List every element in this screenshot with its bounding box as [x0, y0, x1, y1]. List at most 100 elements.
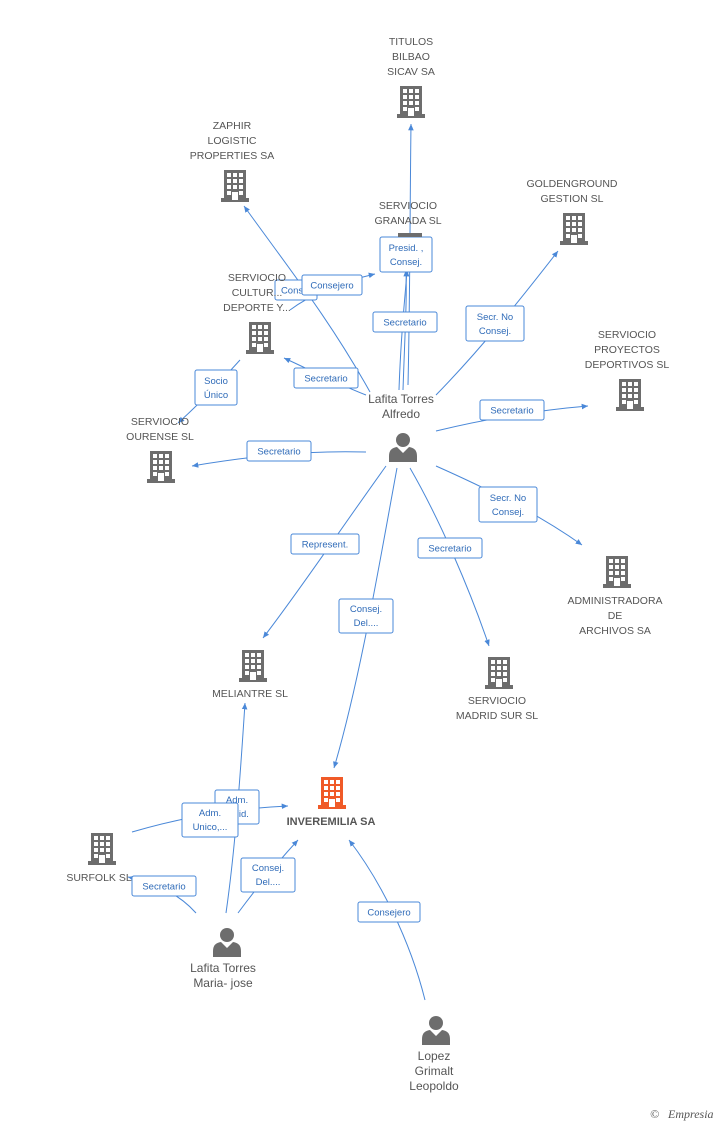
svg-text:Del....: Del....	[256, 877, 281, 888]
company-node-titulos[interactable]: TITULOS BILBAO SICAV SA	[387, 36, 435, 118]
edge-label[interactable]: Consej. Del....	[240, 857, 296, 893]
svg-text:Consejero: Consejero	[367, 908, 410, 919]
building-icon	[88, 833, 116, 865]
company-node-cultura[interactable]: SERVIOCIO CULTUR... DEPORTE Y...	[223, 272, 291, 354]
svg-text:SERVIOCIO: SERVIOCIO	[228, 272, 286, 284]
svg-text:BILBAO: BILBAO	[392, 51, 430, 63]
svg-text:SERVIOCIO: SERVIOCIO	[379, 200, 437, 212]
svg-text:DEPORTIVOS SL: DEPORTIVOS SL	[585, 359, 670, 371]
svg-text:Secretario: Secretario	[383, 318, 426, 329]
edge-label[interactable]: Secretario	[417, 537, 483, 559]
company-node-goldenground[interactable]: GOLDENGROUND GESTION SL	[526, 178, 618, 245]
edge-label[interactable]: Presid. , Consej.	[379, 236, 433, 273]
svg-text:Secretario: Secretario	[304, 374, 347, 385]
building-icon	[397, 86, 425, 118]
company-node-surfolk[interactable]: SURFOLK SL	[66, 833, 132, 884]
company-node-madrid[interactable]: SERVIOCIO MADRID SUR SL	[456, 657, 538, 722]
edge-label[interactable]: Socio Único	[194, 369, 238, 406]
svg-text:Consejero: Consejero	[310, 281, 353, 292]
svg-text:ARCHIVOS SA: ARCHIVOS SA	[579, 625, 651, 637]
company-node-ourense[interactable]: SERVIOCIO OURENSE SL	[126, 416, 194, 483]
copyright-icon: ©	[650, 1107, 659, 1121]
svg-text:ADMINISTRADORA: ADMINISTRADORA	[567, 595, 662, 607]
edge-label[interactable]: Consejero	[301, 274, 363, 296]
svg-text:SICAV SA: SICAV SA	[387, 66, 435, 78]
svg-text:GOLDENGROUND: GOLDENGROUND	[526, 178, 617, 190]
svg-text:Consej.: Consej.	[492, 507, 524, 518]
svg-text:Secr. No: Secr. No	[477, 312, 513, 323]
svg-text:TITULOS: TITULOS	[389, 36, 433, 48]
edge-label[interactable]: Secretario	[479, 399, 545, 421]
svg-text:Secretario: Secretario	[490, 406, 533, 417]
svg-text:Adm.: Adm.	[199, 808, 221, 819]
svg-text:Presid. ,: Presid. ,	[389, 243, 424, 254]
svg-text:Unico,...: Unico,...	[193, 822, 228, 833]
svg-text:Secretario: Secretario	[257, 447, 300, 458]
edge-label[interactable]: Secr. No Consej.	[478, 486, 538, 523]
edge-label[interactable]: Secretario	[293, 367, 359, 389]
edges	[127, 123, 589, 1001]
edge-label[interactable]: Secretario	[131, 875, 197, 897]
svg-text:MELIANTRE SL: MELIANTRE SL	[212, 688, 288, 700]
edge-label[interactable]: Secretario	[372, 311, 438, 333]
svg-text:Secretario: Secretario	[428, 544, 471, 555]
building-icon	[603, 556, 631, 588]
svg-text:GESTION SL: GESTION SL	[540, 193, 603, 205]
svg-text:SERVIOCIO: SERVIOCIO	[131, 416, 189, 428]
svg-text:MADRID SUR SL: MADRID SUR SL	[456, 710, 538, 722]
svg-text:Lafita Torres: Lafita Torres	[368, 392, 434, 406]
svg-text:SERVIOCIO: SERVIOCIO	[468, 695, 526, 707]
edge-labels: Cons... Consejero Presid. , Consej. Secr…	[131, 236, 545, 923]
building-icon	[398, 233, 422, 237]
brand-logo: Empresia	[667, 1107, 714, 1121]
building-icon	[147, 451, 175, 483]
persons: Lafita Torres Alfredo Lafita Torres Mari…	[190, 392, 459, 1093]
svg-text:LOGISTIC: LOGISTIC	[207, 135, 256, 147]
company-node-meliantre[interactable]: MELIANTRE SL	[212, 650, 288, 700]
person-node-alfredo[interactable]: Lafita Torres Alfredo	[368, 392, 434, 462]
company-node-administradora[interactable]: ADMINISTRADORA DE ARCHIVOS SA	[567, 556, 663, 637]
svg-text:Lopez: Lopez	[418, 1049, 451, 1063]
svg-text:Consej.: Consej.	[390, 257, 422, 268]
svg-text:Del....: Del....	[354, 618, 379, 629]
svg-text:Consej.: Consej.	[350, 604, 382, 615]
svg-text:PROYECTOS: PROYECTOS	[594, 344, 660, 356]
svg-text:Leopoldo: Leopoldo	[409, 1079, 459, 1093]
svg-text:Socio: Socio	[204, 376, 228, 387]
person-node-lopez[interactable]: Lopez Grimalt Leopoldo	[409, 1016, 459, 1093]
nodes: TITULOS BILBAO SICAV SA ZAPHIR LOGISTIC …	[66, 36, 669, 884]
edge-label[interactable]: Secretario	[246, 440, 312, 462]
svg-text:Lafita Torres: Lafita Torres	[190, 961, 256, 975]
building-icon	[239, 650, 267, 682]
svg-text:Único: Único	[204, 390, 228, 401]
svg-text:CULTUR...: CULTUR...	[232, 287, 283, 299]
building-icon	[221, 170, 249, 202]
person-icon	[422, 1016, 450, 1045]
svg-text:ZAPHIR: ZAPHIR	[213, 120, 252, 132]
svg-text:DE: DE	[608, 610, 623, 622]
svg-text:Alfredo: Alfredo	[382, 407, 420, 421]
svg-text:SERVIOCIO: SERVIOCIO	[598, 329, 656, 341]
svg-text:Consej.: Consej.	[479, 326, 511, 337]
svg-text:Cons...: Cons...	[281, 286, 311, 297]
person-icon	[389, 433, 417, 462]
svg-text:Maria- jose: Maria- jose	[193, 976, 253, 990]
svg-text:Represent.: Represent.	[302, 540, 348, 551]
edge-label[interactable]: Represent.	[290, 533, 360, 555]
svg-text:OURENSE SL: OURENSE SL	[126, 431, 194, 443]
edge-label[interactable]: Consejero	[357, 901, 421, 923]
edge-label[interactable]: Secr. No Consej.	[465, 305, 525, 342]
building-icon	[485, 657, 513, 689]
building-icon	[318, 777, 346, 809]
company-node-inveremilia[interactable]: INVEREMILIA SA	[287, 777, 376, 828]
building-icon	[616, 379, 644, 411]
svg-text:DEPORTE Y...: DEPORTE Y...	[223, 302, 291, 314]
person-node-mariajose[interactable]: Lafita Torres Maria- jose	[190, 928, 256, 990]
company-node-zaphir[interactable]: ZAPHIR LOGISTIC PROPERTIES SA	[190, 120, 274, 202]
edge-label[interactable]: Consej. Del....	[338, 598, 394, 634]
company-node-granada[interactable]: SERVIOCIO GRANADA SL	[374, 200, 442, 237]
company-node-proyectos[interactable]: SERVIOCIO PROYECTOS DEPORTIVOS SL	[585, 329, 670, 411]
svg-text:SURFOLK SL: SURFOLK SL	[66, 872, 132, 884]
svg-text:Adm.: Adm.	[226, 795, 248, 806]
edge-label[interactable]: Adm. Unico,...	[181, 802, 239, 838]
